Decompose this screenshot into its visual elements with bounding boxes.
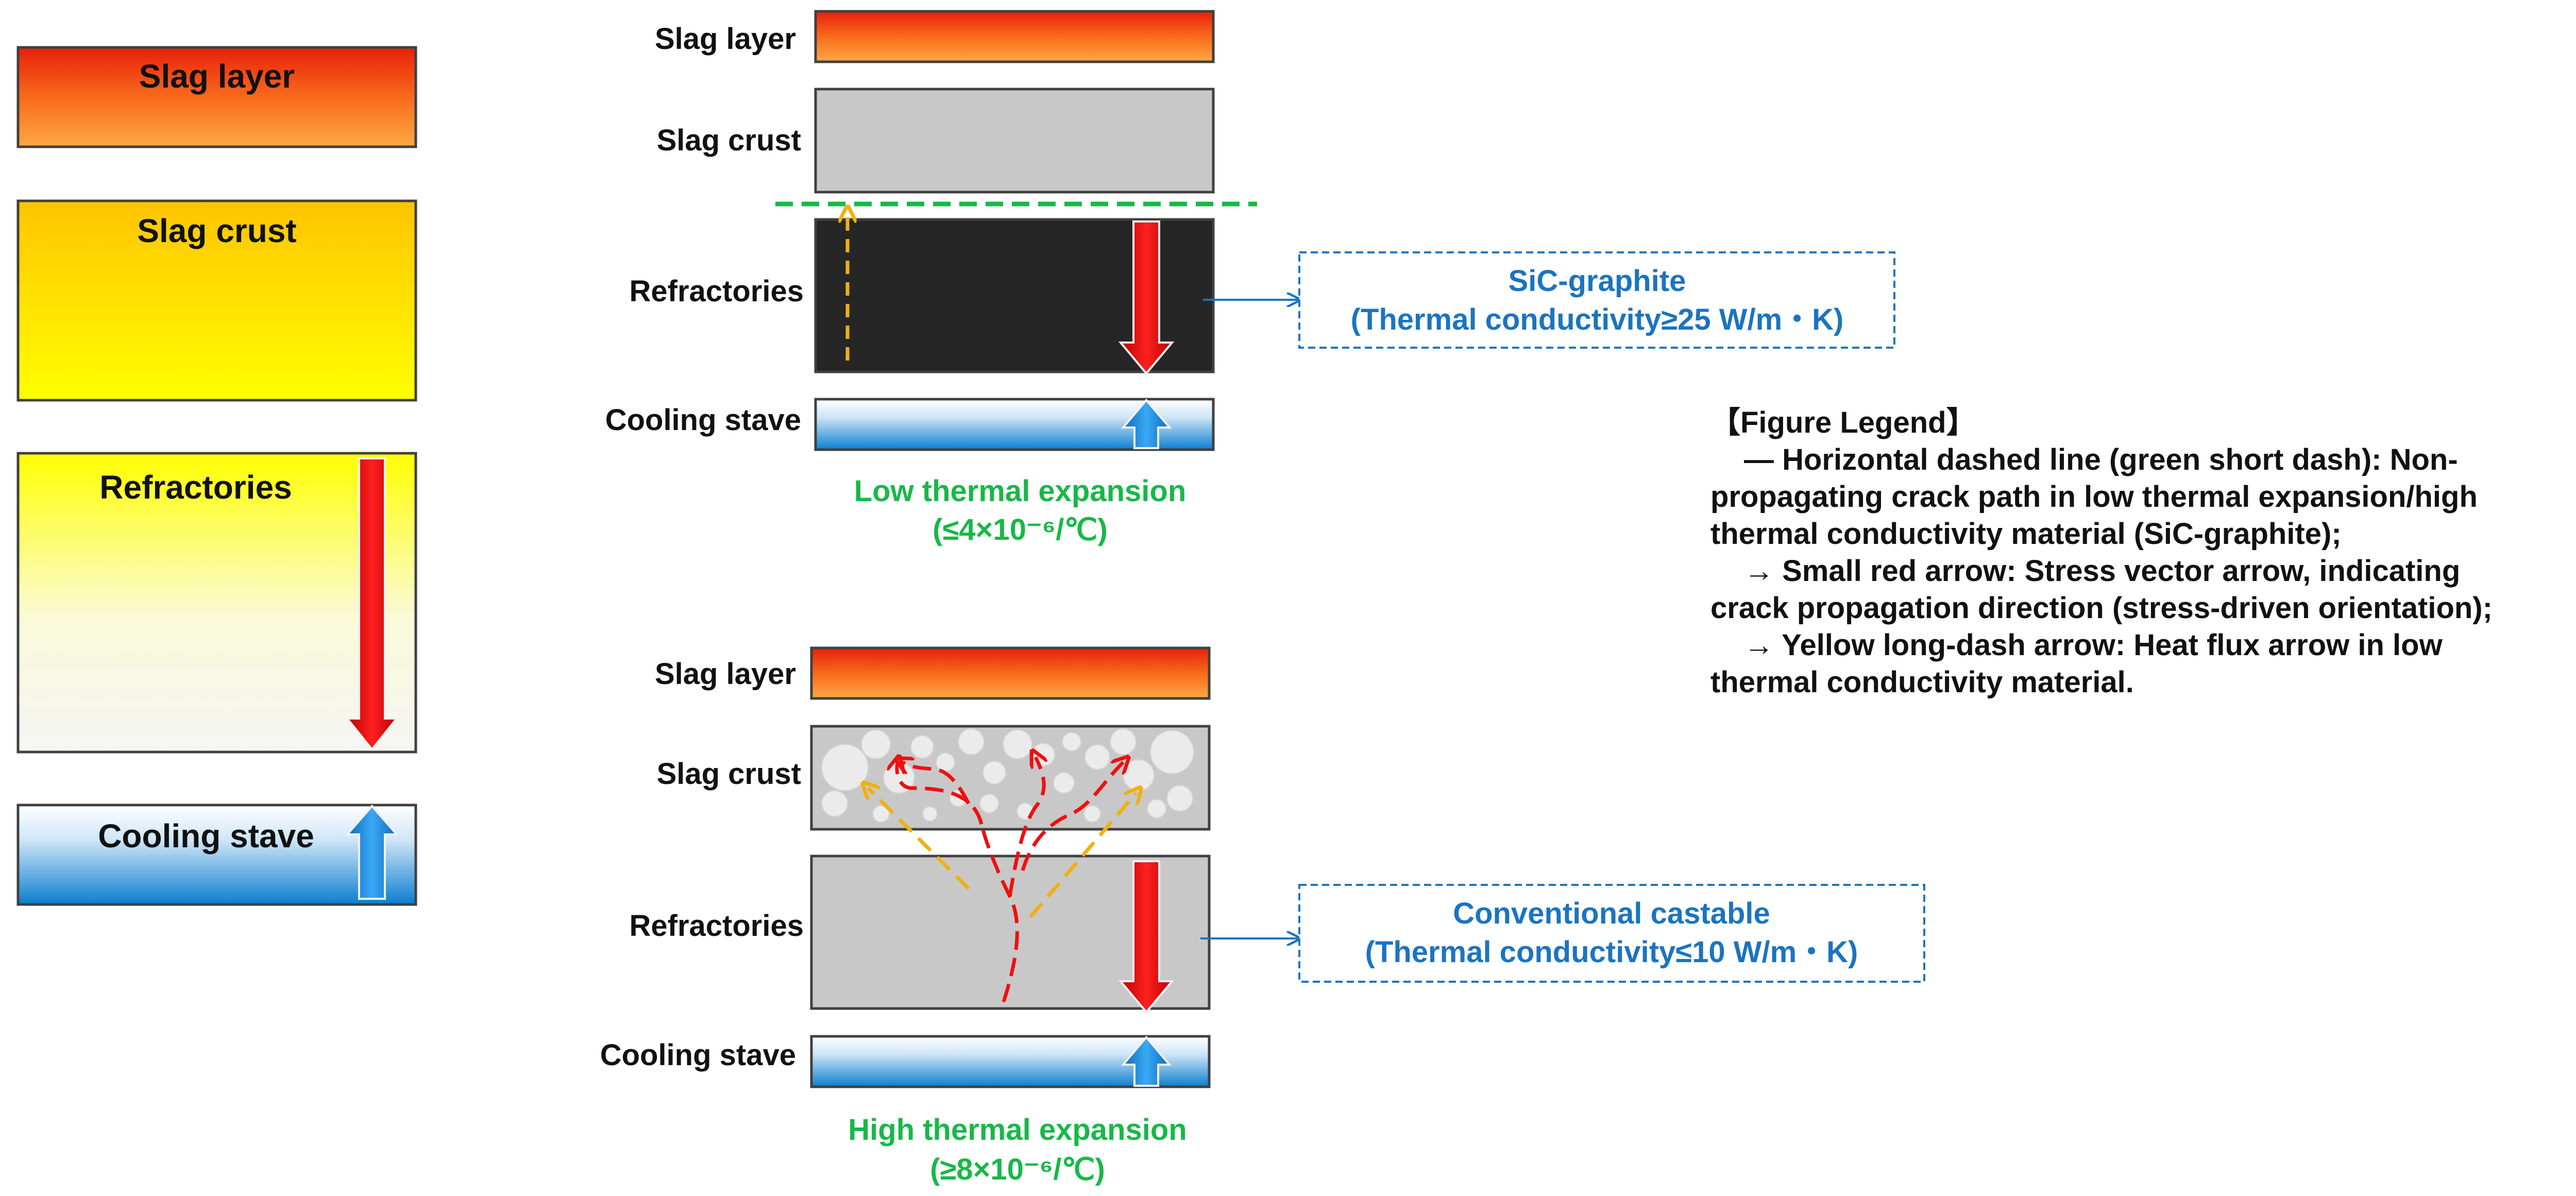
figure-legend-line-2: propagating crack path in low thermal ex… <box>1710 480 2478 514</box>
bottom-refractories-label: Refractories <box>630 909 804 943</box>
top-blue-heat-arrow <box>1121 398 1172 449</box>
top-slag-layer-block <box>814 10 1215 63</box>
bottom-cooling-stave-label: Cooling stave <box>600 1038 796 1072</box>
bottom-expansion-line2: (≥8×10⁻⁶/℃) <box>930 1153 1105 1186</box>
left-cooling-stave-label: Cooling stave <box>98 817 314 855</box>
bottom-callout-line2: (Thermal conductivity≤10 W/m・K) <box>1365 935 1858 969</box>
crack-branch-left-2 <box>903 762 971 805</box>
figure-legend-line-5: crack propagation direction (stress-driv… <box>1710 591 2493 625</box>
figure-legend-line-1: — Horizontal dashed line (green short da… <box>1744 443 2458 476</box>
bottom-expansion-line1: High thermal expansion <box>848 1113 1187 1147</box>
top-callout-box <box>1298 251 1895 349</box>
left-slag-crust-block <box>16 199 417 402</box>
left-legend: Slag layer Slag crust Refractories Cooli… <box>16 46 417 906</box>
left-refractories-label: Refractories <box>99 469 292 506</box>
bottom-diagram: Slag layer Slag crust <box>600 646 1925 1186</box>
top-callout-line1: SiC-graphite <box>1509 264 1686 298</box>
crack-branch-center <box>1008 757 1044 897</box>
bottom-crust-bubbles <box>821 728 1194 823</box>
yellow-arrow-right <box>1029 793 1136 918</box>
figure-legend-line-6: → Yellow long-dash arrow: Heat flux arro… <box>1744 628 2443 662</box>
left-red-stress-arrow <box>345 457 399 751</box>
figure-legend-line-3: thermal conductivity material (SiC-graph… <box>1710 517 2342 551</box>
bottom-blue-heat-arrow <box>1121 1035 1172 1087</box>
bottom-red-crack-paths <box>897 757 1123 1003</box>
left-slag-layer-label: Slag layer <box>139 58 295 95</box>
left-refractories-block <box>16 452 417 754</box>
left-cooling-stave-block <box>16 804 417 906</box>
bottom-slag-layer-label: Slag layer <box>655 657 796 691</box>
top-expansion-line1: Low thermal expansion <box>854 474 1187 508</box>
top-cooling-stave-label: Cooling stave <box>605 403 801 437</box>
top-callout-line2: (Thermal conductivity≥25 W/m・K) <box>1351 303 1844 336</box>
left-slag-crust-label: Slag crust <box>137 212 296 249</box>
top-slag-layer-label: Slag layer <box>655 22 796 56</box>
top-diagram: Slag layer Slag crust Refractories Cooli… <box>605 10 1895 546</box>
bottom-slag-layer-block <box>810 646 1211 700</box>
bottom-callout-box <box>1298 884 1925 983</box>
bottom-yellow-heat-flux-arrows <box>868 788 1136 918</box>
top-expansion-line2: (≤4×10⁻⁶/℃) <box>933 513 1108 546</box>
top-slag-crust-block <box>814 88 1215 194</box>
bottom-slag-crust-label: Slag crust <box>657 757 801 791</box>
bottom-red-stress-arrow <box>1118 860 1175 1014</box>
figure-legend-line-4: → Small red arrow: Stress vector arrow, … <box>1744 554 2460 588</box>
figure-legend-line-7: thermal conductivity material. <box>1710 665 2134 699</box>
left-blue-heat-arrow <box>345 804 399 900</box>
figure-legend-title: 【Figure Legend】 <box>1710 406 1976 439</box>
figure-legend: 【Figure Legend】 — Horizontal dashed line… <box>1710 406 2493 699</box>
crack-trunk <box>979 824 1019 1003</box>
top-red-stress-arrow <box>1118 220 1175 375</box>
top-refractories-label: Refractories <box>630 275 804 308</box>
bottom-callout-line1: Conventional castable <box>1453 897 1770 930</box>
yellow-arrow-left <box>868 788 970 890</box>
top-slag-crust-label: Slag crust <box>657 124 801 157</box>
left-slag-layer-block <box>16 46 417 148</box>
